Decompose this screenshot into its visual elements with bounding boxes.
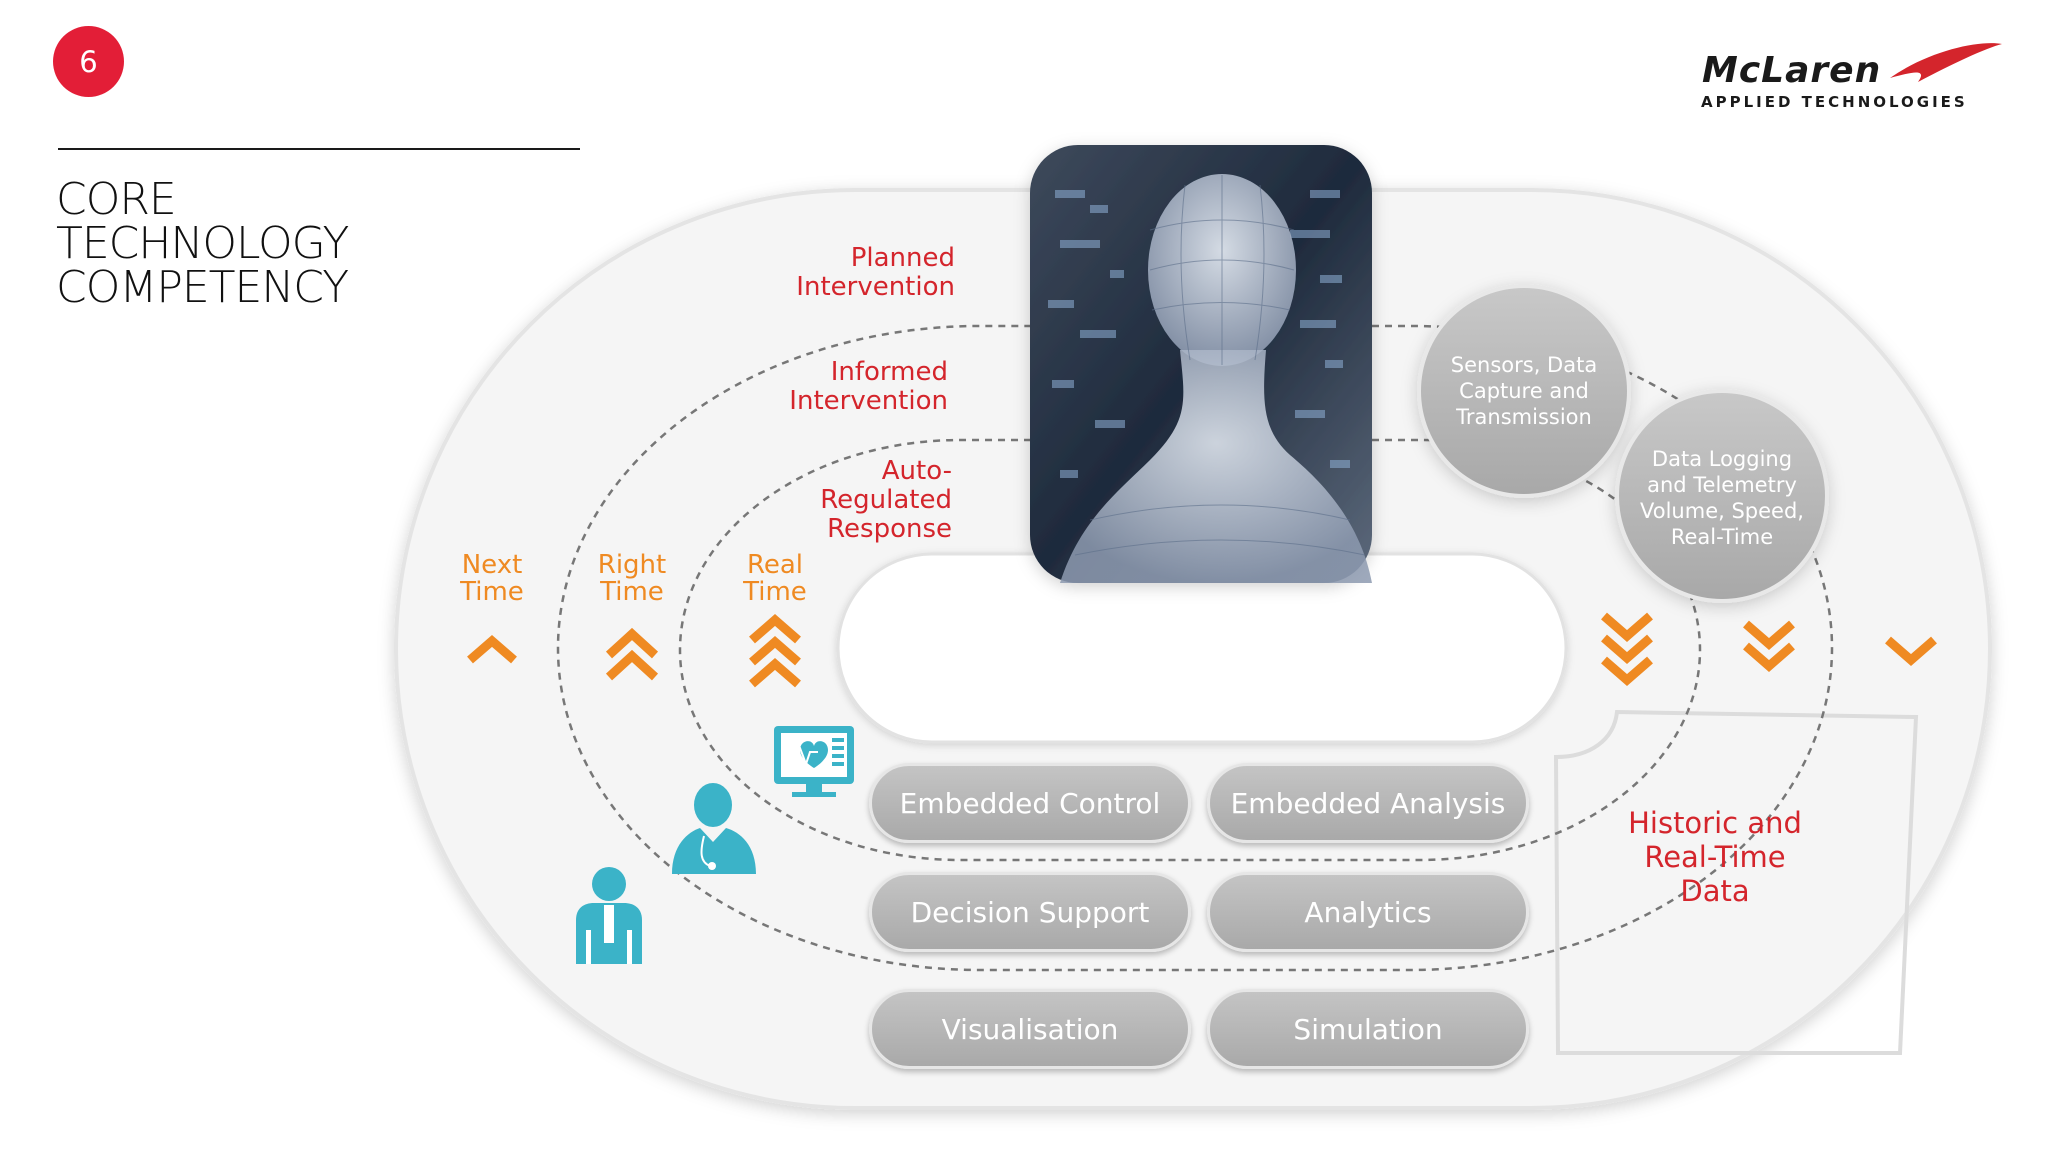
- chevron-down-icon: [1743, 642, 1795, 672]
- chevron-up-icon: [605, 627, 659, 659]
- capability-embedded-analysis: Embedded Analysis: [1207, 763, 1529, 843]
- title-divider: [58, 148, 580, 150]
- label-right-time: Right Time: [597, 550, 667, 607]
- historic-data-bracket: [1553, 709, 1919, 1055]
- capability-simulation: Simulation: [1207, 989, 1529, 1069]
- historic-real-time-data-label: Historic and Real-Time Data: [1628, 806, 1802, 908]
- label-real-time: Real Time: [743, 550, 807, 607]
- label-planned-intervention: Planned Intervention: [796, 243, 955, 302]
- capability-decision-support: Decision Support: [869, 872, 1191, 952]
- capability-analytics: Analytics: [1207, 872, 1529, 952]
- doctor-icon: [672, 783, 756, 874]
- data-logging-bubble: [1615, 389, 1829, 603]
- chevron-up-icon: [467, 635, 517, 664]
- title-line: COMPETENCY: [56, 262, 349, 313]
- page-number-badge: 6: [53, 26, 124, 97]
- down-chevrons: [1601, 612, 1937, 686]
- chevron-up-icon: [749, 636, 801, 666]
- data-logging-bubble-text: Data Logging and Telemetry Volume, Speed…: [1640, 447, 1804, 549]
- page-number: 6: [79, 44, 98, 79]
- capability-embedded-control: Embedded Control: [869, 763, 1191, 843]
- label-next-time: Next Time: [460, 550, 524, 607]
- chevron-up-icon: [749, 614, 801, 644]
- title-line: TECHNOLOGY: [56, 218, 349, 269]
- sensors-bubble-text: Sensors, Data Capture and Transmission: [1450, 353, 1598, 429]
- chevron-down-icon: [1601, 634, 1653, 664]
- chevron-down-icon: [1601, 612, 1653, 642]
- chevron-down-icon: [1601, 656, 1653, 686]
- label-auto-regulated-response: Auto- Regulated Response: [820, 456, 952, 544]
- mclaren-swoosh-logo: [1890, 43, 2002, 82]
- logo-wordmark: McLaren: [1702, 50, 1882, 91]
- label-informed-intervention: Informed Intervention: [789, 357, 948, 416]
- up-chevrons: [467, 614, 801, 688]
- heart-monitor-icon: [774, 726, 854, 797]
- digital-human-image: [1030, 145, 1372, 583]
- chevron-up-icon: [605, 649, 659, 681]
- logo-tagline: APPLIED TECHNOLOGIES: [1701, 93, 1968, 111]
- sensors-bubble: [1417, 284, 1631, 498]
- person-icon: [576, 867, 642, 964]
- chevron-down-icon: [1885, 636, 1937, 666]
- title-line: CORE: [56, 174, 177, 225]
- chevron-down-icon: [1743, 620, 1795, 650]
- page-title: CORE TECHNOLOGY COMPETENCY: [56, 174, 349, 313]
- chevron-up-icon: [749, 658, 801, 688]
- capability-visualisation: Visualisation: [869, 989, 1191, 1069]
